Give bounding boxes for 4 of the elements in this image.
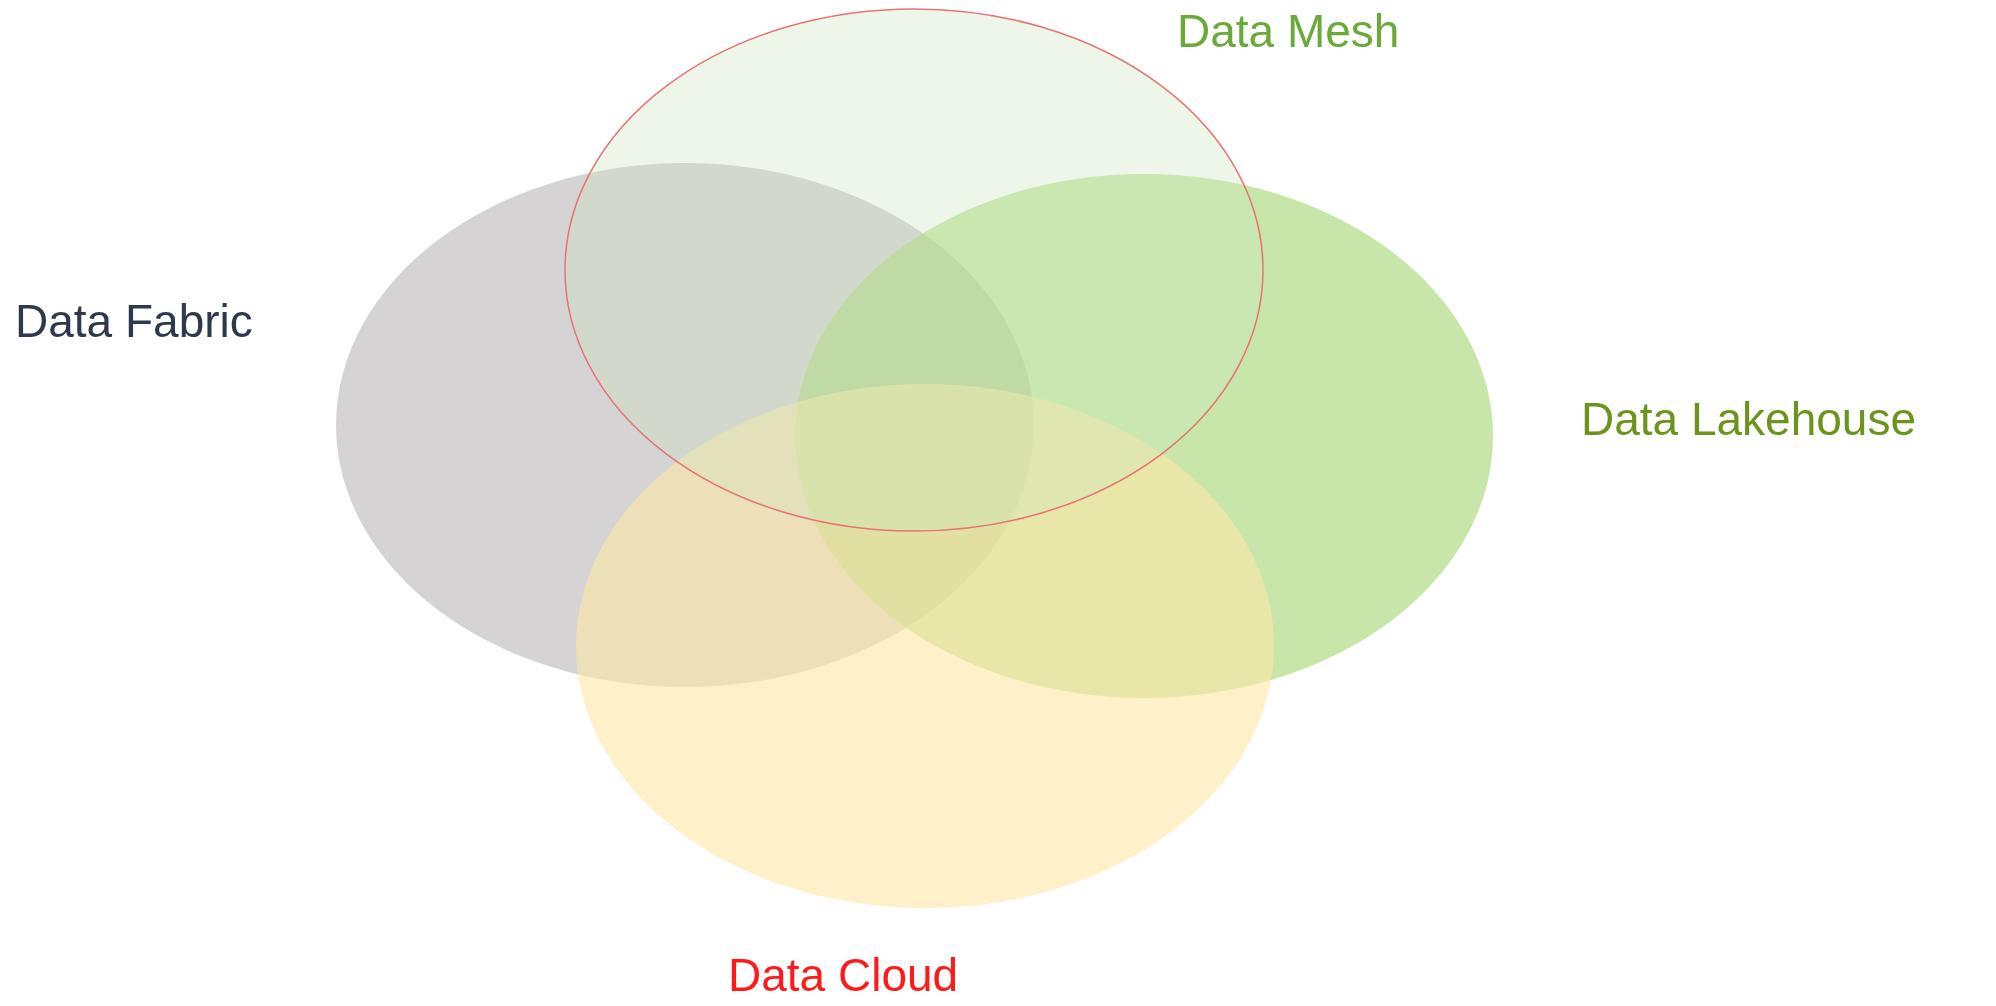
set-label: Data Fabric <box>15 296 253 347</box>
set-label: Data Cloud <box>728 950 959 1001</box>
set-label: Data Mesh <box>1177 6 1400 57</box>
set-label: Data Lakehouse <box>1581 394 1917 445</box>
